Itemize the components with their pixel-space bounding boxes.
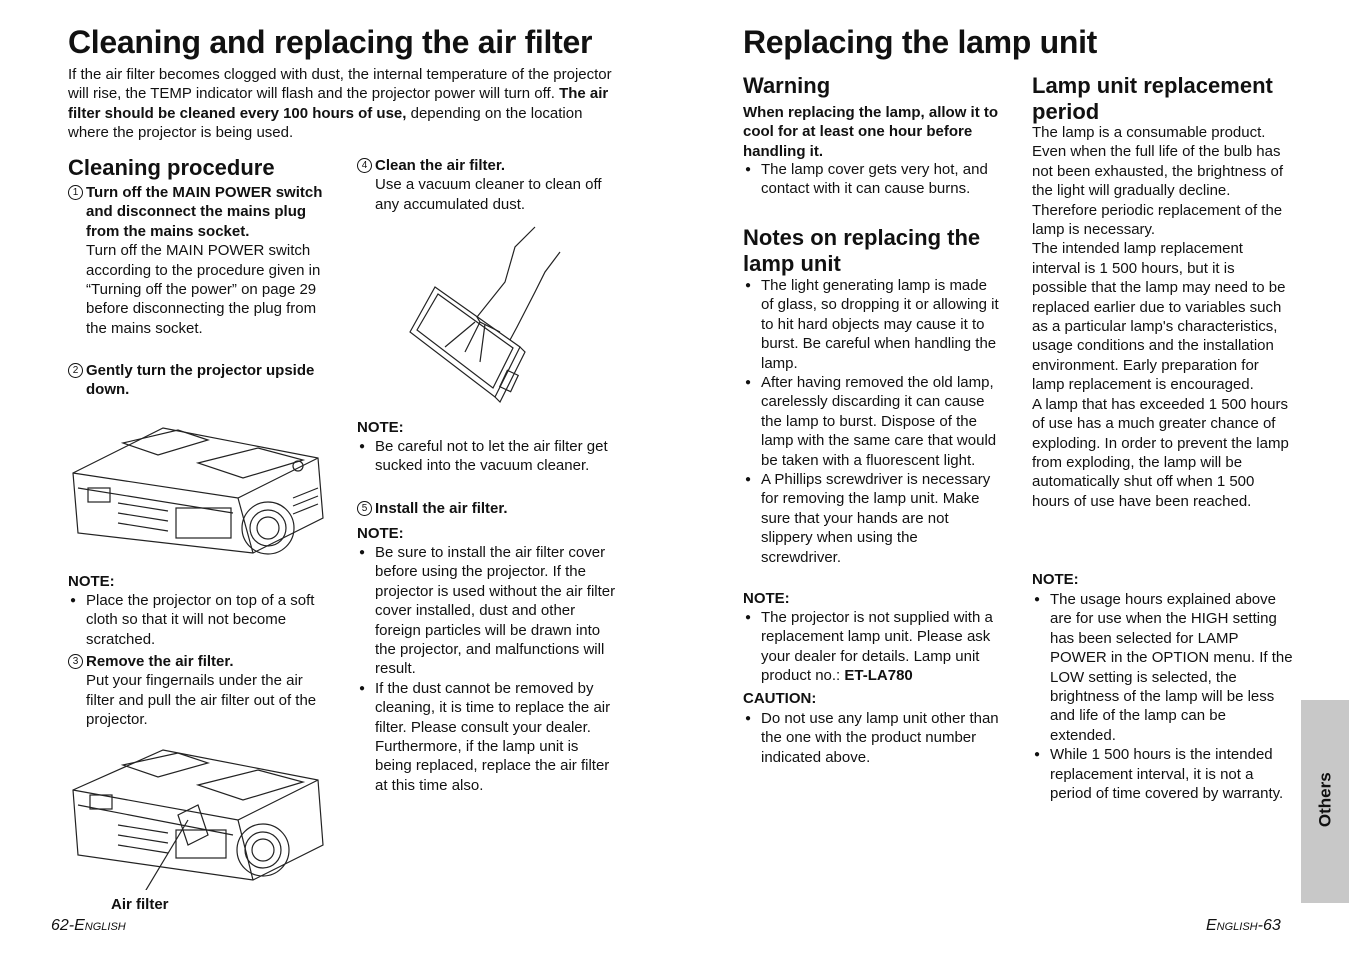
warning-list: The lamp cover gets very hot, and contac… [743, 160, 1001, 199]
warning-heading: Warning [743, 73, 831, 98]
caution-label: CAUTION: [743, 690, 817, 707]
list-item: While 1 500 hours is the intended replac… [1032, 745, 1294, 803]
list-item: Do not use any lamp unit other than the … [743, 709, 1001, 767]
projector-air-filter-illustration [72, 749, 324, 890]
list-item: A Phillips screwdriver is necessary for … [743, 470, 1001, 567]
note-list: The projector is not supplied with a rep… [743, 608, 1001, 686]
list-item: Place the projector on top of a soft clo… [68, 591, 318, 649]
replacement-period-text: The lamp is a consumable product. Even w… [1032, 124, 1289, 510]
note-label: NOTE: [357, 419, 404, 436]
list-item: Be careful not to let the air filter get… [357, 437, 612, 476]
projector-illustration-upside-down [72, 427, 324, 555]
note-list: Place the projector on top of a soft clo… [68, 591, 318, 649]
section-tab-others: Others [1301, 700, 1349, 903]
list-item: After having removed the old lamp, carel… [743, 373, 1001, 470]
note-list: Be sure to install the air filter cover … [357, 543, 619, 795]
note-list: The usage hours explained above are for … [1032, 590, 1294, 803]
list-item: The projector is not supplied with a rep… [743, 608, 1001, 686]
notes-list: The light generating lamp is made of gla… [743, 276, 1001, 567]
list-item: The lamp cover gets very hot, and contac… [743, 160, 1001, 199]
note-label: NOTE: [743, 590, 790, 607]
list-item: The usage hours explained above are for … [1032, 590, 1294, 745]
replacement-period-heading: Lamp unit replacement period [1032, 73, 1273, 124]
step-number: 1 [68, 185, 83, 200]
right-page-title: Replacing the lamp unit [743, 24, 1098, 60]
note-label: NOTE: [357, 525, 404, 542]
step-number: 2 [68, 363, 83, 378]
list-item: The light generating lamp is made of gla… [743, 276, 1001, 373]
step-number: 3 [68, 654, 83, 669]
step-number: 4 [357, 158, 372, 173]
list-item: If the dust cannot be removed by cleanin… [357, 679, 619, 795]
note-label: NOTE: [1032, 571, 1079, 588]
cleaning-procedure-heading: Cleaning procedure [68, 155, 275, 180]
right-page-number: English-63 [1206, 917, 1281, 934]
notes-heading: Notes on replacing the lamp unit [743, 225, 981, 276]
warning-text: When replacing the lamp, allow it to coo… [743, 104, 999, 160]
step-number: 5 [357, 501, 372, 516]
air-filter-label: Air filter [111, 896, 169, 913]
intro-paragraph: If the air filter becomes clogged with d… [68, 66, 612, 142]
list-item: Be sure to install the air filter cover … [357, 543, 619, 679]
product-number: ET-LA780 [844, 667, 913, 685]
left-page-title: Cleaning and replacing the air filter [68, 24, 593, 60]
filter-cleaning-illustration [409, 226, 561, 404]
note-list: Be careful not to let the air filter get… [357, 437, 612, 476]
caution-list: Do not use any lamp unit other than the … [743, 709, 1001, 767]
left-page-number: 62-English [51, 917, 126, 934]
note-label: NOTE: [68, 573, 115, 590]
